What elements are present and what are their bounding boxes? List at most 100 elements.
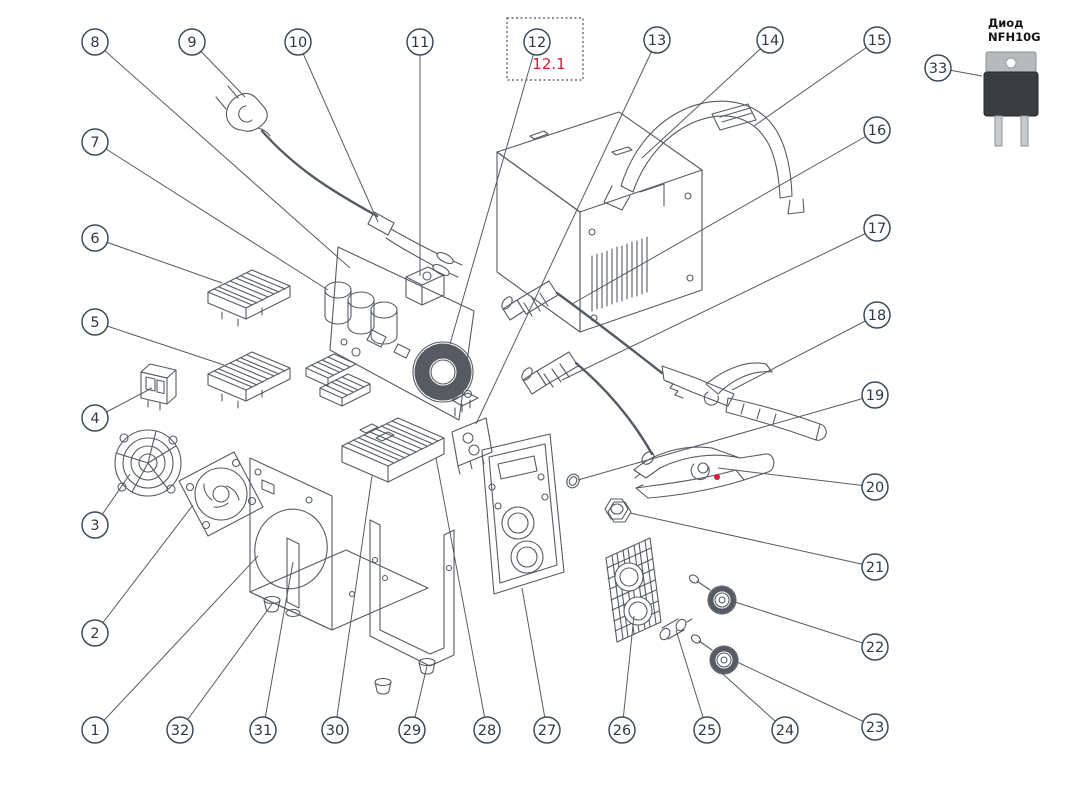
leader-line-8: [94, 41, 351, 269]
leader-line-20: [717, 467, 876, 488]
nut-part: [604, 498, 632, 523]
callout-number-8: 8: [90, 35, 99, 51]
callout-circle-29: [398, 716, 426, 744]
callout-number-2: 2: [90, 626, 99, 642]
leader-line-2: [94, 504, 194, 634]
callout-number-5: 5: [90, 315, 99, 331]
callout-number-7: 7: [90, 135, 99, 151]
leader-line-17: [561, 227, 878, 381]
leader-line-25: [675, 629, 708, 731]
connector-pin-part: [659, 618, 693, 641]
callout-circle-33: [924, 54, 952, 82]
terminal-board-part: [451, 417, 493, 475]
callout-number-32: 32: [171, 723, 189, 739]
callout-circle-1: [81, 716, 109, 744]
callout-circle-28: [473, 716, 501, 744]
callout-circle-2: [81, 619, 109, 647]
callout-circle-9: [178, 28, 206, 56]
leader-line-31: [262, 561, 294, 731]
electrode-holder-part: [661, 362, 827, 441]
leader-line-10: [297, 41, 379, 223]
callout-circle-27: [533, 716, 561, 744]
front-panel-part: [481, 433, 565, 595]
callout-circle-21: [861, 553, 889, 581]
cover-part: [496, 111, 703, 333]
callout-number-19: 19: [866, 388, 884, 404]
callout-circle-11: [406, 28, 434, 56]
leader-line-7: [94, 141, 329, 291]
heatsink-lower-part: [207, 351, 291, 409]
callout-circle-32: [166, 716, 194, 744]
leader-line-15: [753, 39, 878, 127]
callout-circle-5: [81, 308, 109, 336]
mesh-panel-part: [605, 537, 662, 643]
callout-number-20: 20: [866, 480, 884, 496]
leader-line-24: [713, 665, 786, 731]
leader-line-14: [641, 39, 771, 159]
leader-line-13: [475, 39, 658, 425]
leader-line-26: [621, 615, 635, 731]
diode-illustration: [983, 51, 1039, 147]
callout-number-1: 1: [90, 723, 99, 739]
callout-number-22: 22: [866, 640, 884, 656]
panel-socket-lower-part: [690, 634, 739, 675]
callout-circle-19: [861, 381, 889, 409]
power-switch-part: [140, 363, 177, 411]
callout-circle-25: [693, 716, 721, 744]
callout-number-25: 25: [698, 723, 716, 739]
chassis-part: [249, 457, 429, 631]
base-frame-part: [369, 519, 455, 667]
callout-number-9: 9: [187, 35, 196, 51]
leader-line-22: [734, 601, 876, 648]
callout-number-28: 28: [478, 723, 496, 739]
callout-number-26: 26: [613, 723, 631, 739]
callout-circle-12: [523, 28, 551, 56]
main-pcb-part: [324, 246, 479, 421]
callout-number-13: 13: [648, 33, 666, 49]
callout-circle-26: [608, 716, 636, 744]
callout-circle-23: [861, 713, 889, 741]
callout-circle-24: [771, 716, 799, 744]
callout-circle-31: [249, 716, 277, 744]
callout-number-12: 12: [528, 35, 546, 51]
callout-number-3: 3: [90, 518, 99, 534]
handle-part: [603, 100, 805, 215]
callout-number-10: 10: [289, 35, 307, 51]
callout-number-23: 23: [866, 720, 884, 736]
callout-circle-16: [863, 116, 891, 144]
leader-line-12: [449, 41, 538, 345]
heatsink-assembly-part: [341, 417, 445, 483]
callout-circle-30: [321, 716, 349, 744]
panel-socket-upper-part: [688, 574, 737, 615]
heatsink-small-part: [305, 353, 371, 407]
leader-line-6: [94, 237, 223, 284]
support-bracket-part: [285, 537, 301, 618]
diode-label-line2: NFH10G: [988, 30, 1041, 44]
callout-circle-7: [81, 128, 109, 156]
callout-number-14: 14: [761, 33, 779, 49]
power-plug-part: [215, 85, 463, 278]
heatsink-upper-part: [207, 269, 291, 327]
callout-number-33: 33: [929, 61, 947, 77]
callout-circle-10: [284, 28, 312, 56]
callout-circle-8: [81, 28, 109, 56]
ring-part: [566, 473, 580, 489]
callout-circle-13: [643, 26, 671, 54]
detail-callout-box: [506, 17, 584, 81]
leader-line-21: [629, 512, 876, 568]
sub-callout-label: 12.1: [532, 55, 565, 73]
callout-number-18: 18: [868, 308, 886, 324]
callout-number-4: 4: [90, 411, 99, 427]
callout-number-6: 6: [90, 231, 99, 247]
callout-number-24: 24: [776, 723, 794, 739]
torch-cable-part: [501, 280, 664, 456]
callout-number-29: 29: [403, 723, 421, 739]
leader-line-1: [94, 555, 259, 731]
diode-label-line1: Диод: [988, 16, 1024, 30]
rubber-foot-part: [263, 595, 436, 695]
callout-circle-15: [863, 26, 891, 54]
callout-number-21: 21: [866, 560, 884, 576]
